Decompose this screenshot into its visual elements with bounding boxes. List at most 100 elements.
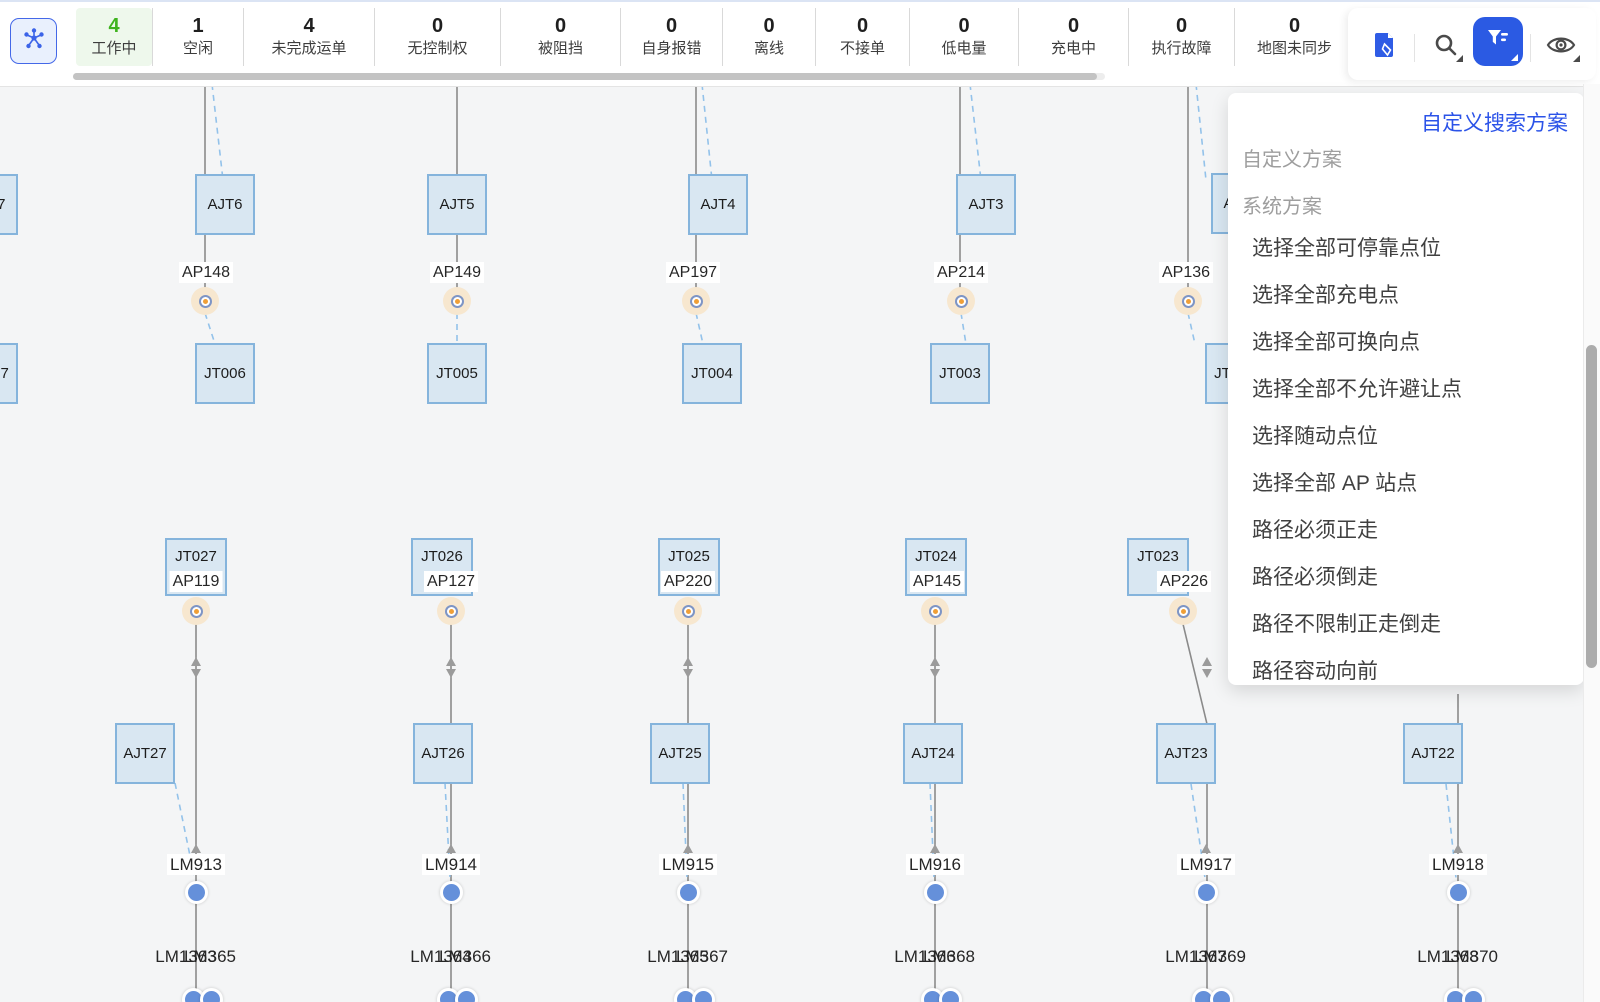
- ap-point-ap119[interactable]: [182, 597, 210, 625]
- lm-bottom-point[interactable]: [938, 987, 962, 1002]
- arrow-up-icon: [191, 657, 201, 666]
- status-label: 自身报错: [641, 40, 702, 57]
- system-scheme-item[interactable]: 路径容动向前: [1252, 660, 1378, 683]
- lm-point-lm913[interactable]: [184, 880, 208, 904]
- map-node-jt004[interactable]: JT004: [682, 343, 742, 404]
- ap-point-label: AP145: [909, 571, 965, 592]
- page-scrollbar-thumb[interactable]: [1586, 345, 1597, 668]
- ap-point-label: AP119: [169, 571, 223, 592]
- system-scheme-item[interactable]: 选择全部可换向点: [1252, 331, 1420, 354]
- ap-point-ap220[interactable]: [674, 597, 702, 625]
- edit-document-icon: [1370, 30, 1400, 65]
- lm-point-label: LM1366: [894, 947, 956, 966]
- lm-bottom-point[interactable]: [454, 987, 478, 1002]
- ap-point-ap127[interactable]: [437, 597, 465, 625]
- lm-point-lm914[interactable]: [439, 880, 463, 904]
- map-node-ajt22[interactable]: AJT22: [1403, 723, 1463, 784]
- status-label: 低电量: [941, 40, 987, 57]
- lm-bottom-point[interactable]: [1461, 987, 1485, 1002]
- lm-point-label: LM370: [1446, 947, 1498, 966]
- ap-point-dot: [454, 298, 460, 304]
- arrow-down-icon: [1202, 669, 1212, 678]
- lm-bottom-point[interactable]: [199, 987, 223, 1002]
- edit-map-button[interactable]: [1368, 30, 1402, 64]
- ap-point-ap149[interactable]: [443, 287, 471, 315]
- ap-point-ring: [189, 604, 203, 618]
- map-node-ajt6[interactable]: AJT6: [195, 174, 255, 235]
- map-node-ajt26[interactable]: AJT26: [413, 723, 473, 784]
- map-node-ajt7[interactable]: AJT7: [0, 174, 18, 235]
- map-node-jt003[interactable]: JT003: [930, 343, 990, 404]
- view-options-button[interactable]: [1544, 29, 1580, 66]
- system-scheme-header: 系统方案: [1242, 196, 1322, 218]
- status-value: 1: [192, 15, 204, 37]
- lm-bottom-point[interactable]: [691, 987, 715, 1002]
- custom-search-scheme-link[interactable]: 自定义搜索方案: [1421, 112, 1568, 135]
- ap-point-ap197[interactable]: [682, 287, 710, 315]
- lm-point-lm918[interactable]: [1446, 880, 1470, 904]
- lm-bottom-point[interactable]: [1209, 987, 1233, 1002]
- status-filter-2[interactable]: 1 空闲: [152, 8, 243, 66]
- map-node-jt005[interactable]: JT005: [427, 343, 487, 404]
- system-scheme-item[interactable]: 路径必须正走: [1252, 519, 1378, 542]
- search-button[interactable]: [1429, 30, 1463, 64]
- jt-node-label: JT025: [668, 548, 710, 565]
- search-icon: [1431, 30, 1461, 65]
- arrow-up-icon: [1453, 844, 1463, 853]
- ap-point-dot: [1180, 608, 1186, 614]
- eye-icon: [1545, 29, 1577, 66]
- map-node-ajt3[interactable]: AJT3: [956, 174, 1016, 235]
- system-scheme-item[interactable]: 路径不限制正走倒走: [1252, 613, 1441, 636]
- lm-point-label: LM365: [184, 947, 236, 966]
- system-scheme-item[interactable]: 选择全部充电点: [1252, 284, 1399, 307]
- page-scrollbar-track[interactable]: [1583, 84, 1600, 1002]
- system-scheme-item[interactable]: 选择全部 AP 站点: [1252, 472, 1418, 495]
- map-node-jt006[interactable]: JT006: [195, 343, 255, 404]
- robot-group-button[interactable]: [10, 18, 57, 64]
- lm-point-lm915[interactable]: [676, 880, 700, 904]
- map-node-ajt24[interactable]: AJT24: [903, 723, 963, 784]
- ap-point-ap226[interactable]: [1169, 597, 1197, 625]
- system-scheme-item[interactable]: 选择全部不允许避让点: [1252, 378, 1462, 401]
- map-node-ajt4[interactable]: AJT4: [688, 174, 748, 235]
- lm-point-lm917[interactable]: [1194, 880, 1218, 904]
- ap-point-label: AP214: [933, 262, 989, 283]
- ap-point-ap148[interactable]: [191, 287, 219, 315]
- ap-point-ap136[interactable]: [1174, 287, 1202, 315]
- filter-button[interactable]: [1473, 17, 1523, 66]
- system-scheme-item[interactable]: 路径必须倒走: [1252, 566, 1378, 589]
- ap-point-ap145[interactable]: [921, 597, 949, 625]
- status-scrollbar-track[interactable]: [73, 73, 1105, 80]
- map-node-ajt5[interactable]: AJT5: [427, 174, 487, 235]
- system-scheme-item[interactable]: 选择随动点位: [1252, 425, 1378, 448]
- lm-point-lm916[interactable]: [923, 880, 947, 904]
- arrow-up-icon: [683, 844, 693, 853]
- corner-expand-icon: [1456, 55, 1463, 62]
- map-node-jt007[interactable]: JT007: [0, 343, 18, 404]
- ap-point-ap214[interactable]: [947, 287, 975, 315]
- arrow-down-icon: [683, 669, 693, 678]
- ap-point-dot: [193, 608, 199, 614]
- system-scheme-item[interactable]: 选择全部可停靠点位: [1252, 237, 1441, 260]
- ap-point-dot: [448, 608, 454, 614]
- corner-expand-icon: [1511, 54, 1518, 61]
- status-label: 空闲: [182, 40, 213, 57]
- status-scrollbar-thumb[interactable]: [73, 73, 1097, 80]
- map-node-ajt25[interactable]: AJT25: [650, 723, 710, 784]
- map-node-ajt23[interactable]: AJT23: [1156, 723, 1216, 784]
- map-node-ajt27[interactable]: AJT27: [115, 723, 175, 784]
- jt-node-label: JT024: [915, 548, 957, 565]
- ap-point-label: AP149: [429, 262, 485, 283]
